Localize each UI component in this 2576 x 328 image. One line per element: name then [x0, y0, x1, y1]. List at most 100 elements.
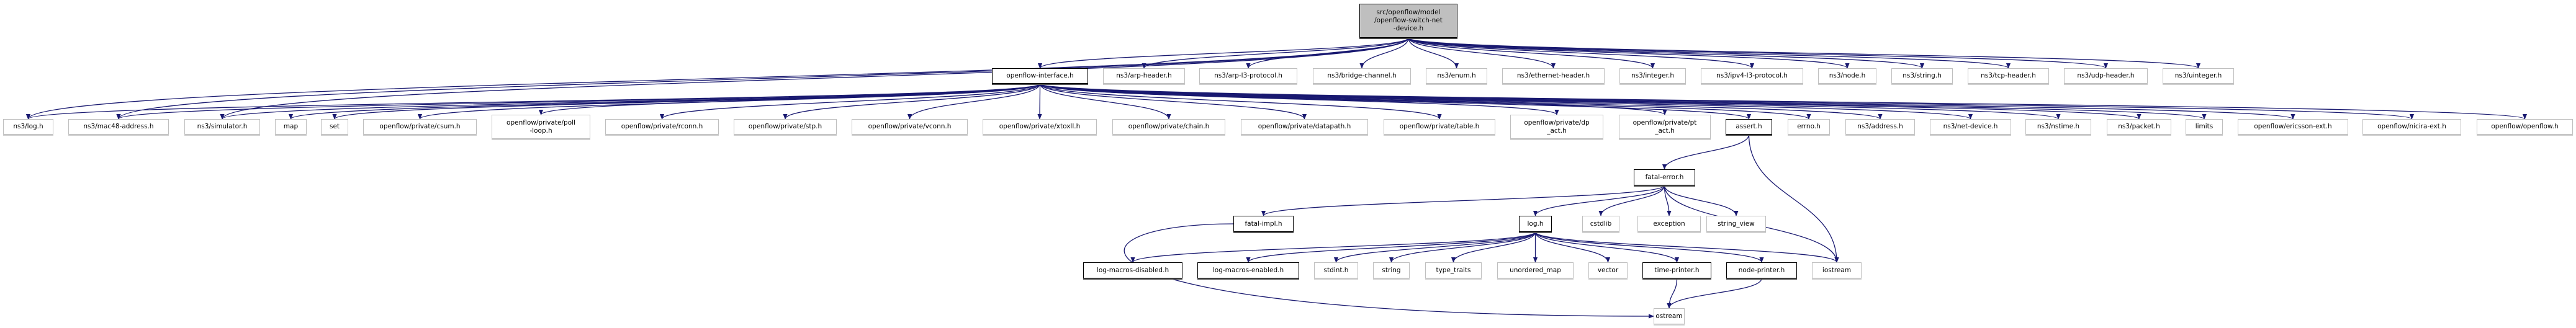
- graph-node-ofi[interactable]: openflow-interface.h: [992, 68, 1088, 84]
- node-label: log-macros-enabled.h: [1212, 266, 1284, 274]
- graph-node-bridge[interactable]: ns3/bridge-channel.h: [1313, 68, 1411, 84]
- graph-node-enum[interactable]: ns3/enum.h: [1426, 68, 1487, 84]
- graph-node-nstime[interactable]: ns3/nstime.h: [2025, 119, 2091, 135]
- graph-node-logh[interactable]: log.h: [1519, 216, 1552, 232]
- graph-node-integer[interactable]: ns3/integer.h: [1619, 68, 1686, 84]
- node-label: ns3/net-device.h: [1943, 123, 1998, 130]
- graph-node-eth[interactable]: ns3/ethernet-header.h: [1502, 68, 1605, 84]
- node-label: ns3/address.h: [1857, 123, 1903, 130]
- graph-node-ostream[interactable]: ostream: [1654, 308, 1685, 324]
- edge-logh-to-nodep: [1534, 231, 1764, 263]
- graph-node-vector[interactable]: vector: [1588, 262, 1628, 278]
- graph-node-arpl3[interactable]: ns3/arp-l3-protocol.h: [1199, 68, 1297, 84]
- graph-node-address[interactable]: ns3/address.h: [1845, 119, 1915, 135]
- graph-node-ipv4[interactable]: ns3/ipv4-l3-protocol.h: [1701, 68, 1803, 84]
- edge-root-to-udp: [1408, 37, 2108, 69]
- graph-node-lme[interactable]: log-macros-enabled.h: [1197, 262, 1299, 278]
- graph-node-lmd[interactable]: log-macros-disabled.h: [1083, 262, 1182, 278]
- graph-node-csum[interactable]: openflow/private/csum.h: [363, 119, 477, 135]
- edge-fatalerr-to-logh: [1533, 185, 1665, 216]
- graph-node-map[interactable]: map: [275, 119, 307, 135]
- graph-node-table[interactable]: openflow/private/table.h: [1384, 119, 1495, 135]
- node-label: openflow/private/stp.h: [748, 123, 822, 130]
- edge-assert-to-iostream: [1748, 134, 1839, 263]
- edge-logh-to-timep: [1534, 231, 1680, 263]
- node-label: fatal-impl.h: [1245, 219, 1282, 228]
- graph-node-limits[interactable]: limits: [2186, 119, 2223, 135]
- graph-node-nicira[interactable]: openflow/nicira-ext.h: [2362, 119, 2461, 135]
- graph-node-poll[interactable]: openflow/private/poll-loop.h: [492, 115, 590, 139]
- node-label: ns3/arp-header.h: [1116, 72, 1172, 79]
- node-label: ns3/mac48-address.h: [83, 123, 154, 130]
- graph-node-datapath[interactable]: openflow/private/datapath.h: [1241, 119, 1368, 135]
- graph-node-iostream[interactable]: iostream: [1812, 262, 1862, 278]
- graph-node-errno[interactable]: errno.h: [1788, 119, 1830, 135]
- node-label: exception: [1653, 219, 1685, 228]
- node-label: openflow/private/datapath.h: [1258, 123, 1351, 130]
- edge-root-to-uinteger: [1408, 37, 2200, 69]
- edge-root-to-ofi: [1038, 37, 1409, 69]
- node-label: ns3/packet.h: [2118, 123, 2160, 130]
- edge-ofi-to-poll: [539, 83, 1041, 115]
- edge-ofi-to-openflow: [1039, 83, 2527, 120]
- graph-node-set[interactable]: set: [321, 119, 348, 135]
- graph-node-ptact[interactable]: openflow/private/pt_act.h: [1619, 115, 1711, 139]
- graph-node-stp[interactable]: openflow/private/stp.h: [734, 119, 837, 135]
- node-label: limits: [2195, 123, 2213, 130]
- graph-node-node[interactable]: ns3/node.h: [1818, 68, 1876, 84]
- edge-ofi-to-nstime: [1039, 83, 2061, 120]
- node-label: src/openflow/model: [1376, 9, 1441, 16]
- graph-node-chain[interactable]: openflow/private/chain.h: [1112, 119, 1225, 135]
- node-label: ns3/uinteger.h: [2174, 72, 2222, 79]
- edge-fatalerr-to-cstdlib: [1598, 185, 1665, 216]
- node-label: ns3/enum.h: [1437, 72, 1476, 79]
- graph-node-stringview[interactable]: string_view: [1706, 216, 1766, 232]
- edge-root-to-node: [1408, 37, 1850, 69]
- graph-node-umap[interactable]: unordered_map: [1497, 262, 1574, 278]
- node-label: _act.h: [1655, 126, 1675, 135]
- graph-node-cstdlib[interactable]: cstdlib: [1582, 216, 1619, 232]
- node-label: ns3/string.h: [1903, 72, 1942, 79]
- graph-node-arphdr[interactable]: ns3/arp-header.h: [1103, 68, 1185, 84]
- graph-node-timep[interactable]: time-printer.h: [1642, 262, 1711, 278]
- node-label: ns3/ipv4-l3-protocol.h: [1716, 72, 1788, 79]
- node-label: unordered_map: [1510, 266, 1561, 274]
- graph-node-udp[interactable]: ns3/udp-header.h: [2064, 68, 2148, 84]
- node-label: type_traits: [1436, 266, 1471, 274]
- graph-node-nstring[interactable]: ns3/string.h: [1891, 68, 1953, 84]
- node-label: node-printer.h: [1738, 266, 1785, 274]
- node-label: vector: [1597, 266, 1619, 274]
- node-label: cstdlib: [1590, 219, 1612, 228]
- graph-node-mac48[interactable]: ns3/mac48-address.h: [68, 119, 169, 135]
- graph-node-string[interactable]: string: [1373, 262, 1410, 278]
- edge-ofi-to-limits: [1039, 83, 2207, 120]
- graph-node-sim[interactable]: ns3/simulator.h: [184, 119, 260, 135]
- graph-node-openflow[interactable]: openflow/openflow.h: [2477, 119, 2573, 135]
- graph-node-dpact[interactable]: openflow/private/dp_act.h: [1510, 115, 1603, 139]
- graph-node-nslog[interactable]: ns3/log.h: [3, 119, 53, 135]
- graph-node-nodep[interactable]: node-printer.h: [1726, 262, 1797, 278]
- node-label: ns3/bridge-channel.h: [1327, 72, 1397, 79]
- node-label: fatal-error.h: [1645, 173, 1684, 181]
- graph-node-packet[interactable]: ns3/packet.h: [2107, 119, 2171, 135]
- edge-root-to-sim: [220, 37, 1409, 120]
- graph-node-fatalimpl[interactable]: fatal-impl.h: [1233, 216, 1294, 232]
- graph-node-netdev[interactable]: ns3/net-device.h: [1930, 119, 2011, 135]
- node-label: openflow-interface.h: [1006, 72, 1074, 79]
- graph-node-uinteger[interactable]: ns3/uinteger.h: [2163, 68, 2234, 84]
- graph-node-assert[interactable]: assert.h: [1726, 119, 1772, 135]
- graph-node-stdint[interactable]: stdint.h: [1314, 262, 1358, 278]
- node-label: ns3/udp-header.h: [2077, 72, 2135, 79]
- graph-node-rconn[interactable]: openflow/private/rconn.h: [605, 119, 719, 135]
- node-label: -loop.h: [529, 126, 552, 135]
- graph-node-fatalerr[interactable]: fatal-error.h: [1634, 169, 1695, 185]
- graph-node-typetraits[interactable]: type_traits: [1425, 262, 1482, 278]
- graph-node-ericsson[interactable]: openflow/ericsson-ext.h: [2238, 119, 2348, 135]
- graph-node-xtoxll[interactable]: openflow/private/xtoxll.h: [983, 119, 1097, 135]
- graph-node-exception[interactable]: exception: [1637, 216, 1701, 232]
- edge-root-to-bridge: [1359, 37, 1409, 69]
- edge-ofi-to-chain: [1039, 83, 1171, 120]
- graph-node-vconn[interactable]: openflow/private/vconn.h: [852, 119, 968, 135]
- graph-node-tcp[interactable]: ns3/tcp-header.h: [1968, 68, 2049, 84]
